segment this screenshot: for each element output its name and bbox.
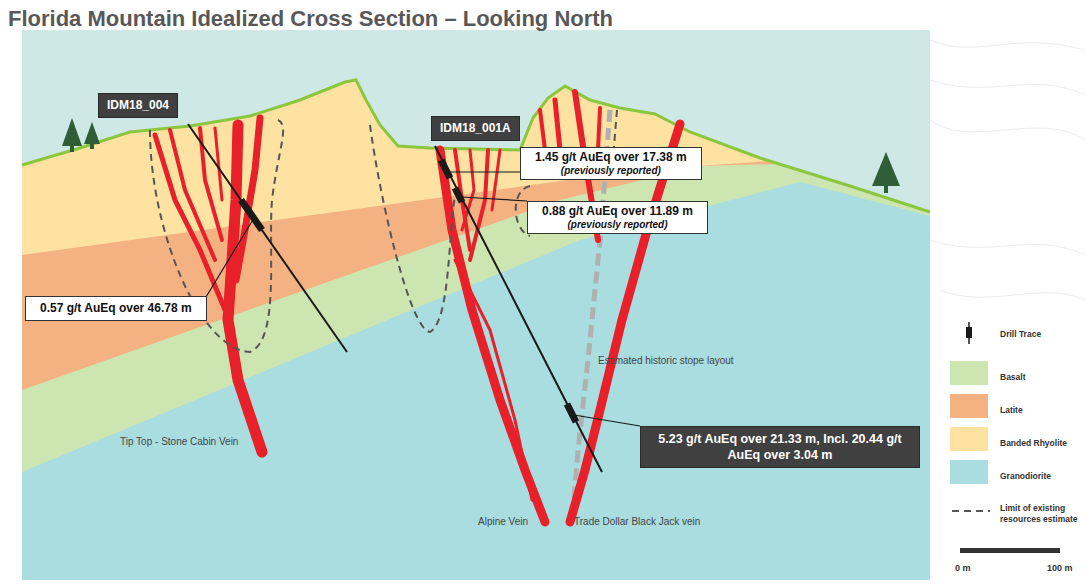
leader-line — [449, 171, 520, 172]
callout-text: 0.57 g/t AuEq over 46.78 m — [40, 301, 192, 316]
legend-text: Basalt — [1000, 372, 1026, 382]
vein-name: Alpine Vein — [478, 516, 528, 527]
callout-text: IDM18_004 — [107, 98, 169, 113]
leader-line — [207, 218, 254, 296]
vein-name: Trade Dollar Black Jack vein — [574, 516, 700, 527]
callout-note: (previously reported) — [535, 165, 687, 177]
legend-text: Latite — [1000, 405, 1023, 415]
legend-text: Limit of existing resources estimate — [1000, 503, 1080, 525]
legend-text: Granodiorite — [1000, 471, 1051, 481]
scale-label: 0 m — [955, 563, 971, 573]
leader-line — [574, 415, 640, 426]
legend-swatch — [950, 460, 988, 484]
callout-box: 0.88 g/t AuEq over 11.89 m(previously re… — [527, 201, 708, 234]
scale-label: 100 m — [1047, 563, 1073, 573]
legend-text: Drill Trace — [1000, 329, 1041, 339]
leader-line — [461, 197, 527, 201]
legend-swatch — [950, 394, 988, 418]
callout-note: (previously reported) — [542, 219, 693, 231]
vein-name: Tip Top - Stone Cabin Vein — [120, 436, 238, 447]
callout-box: 5.23 g/t AuEq over 21.33 m, Incl. 20.44 … — [640, 426, 920, 468]
callout-box: IDM18_004 — [98, 93, 178, 118]
callout-box: IDM18_001A — [431, 116, 520, 141]
diagram-title: Florida Mountain Idealized Cross Section… — [8, 6, 613, 32]
callout-text: 0.88 g/t AuEq over 11.89 m — [542, 204, 693, 219]
legend-swatch — [950, 427, 988, 451]
annotation: Estimated historic stope layout — [598, 355, 734, 366]
legend-text: Banded Rhyolite — [1000, 438, 1067, 448]
callout-box: 1.45 g/t AuEq over 17.38 m(previously re… — [520, 147, 702, 180]
callout-box: 0.57 g/t AuEq over 46.78 m — [25, 296, 207, 321]
callout-text: IDM18_001A — [440, 121, 511, 136]
callout-text: 5.23 g/t AuEq over 21.33 m, Incl. 20.44 … — [655, 431, 905, 463]
callout-text: 1.45 g/t AuEq over 17.38 m — [535, 150, 687, 165]
legend-swatch — [950, 361, 988, 385]
